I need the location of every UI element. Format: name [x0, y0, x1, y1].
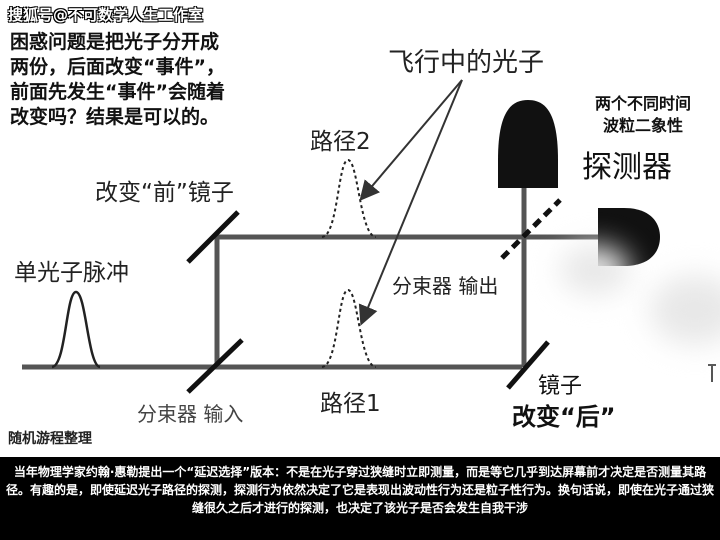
- detector-title: 探测器: [582, 150, 672, 185]
- single-pulse-label: 单光子脉冲: [14, 260, 129, 286]
- headline-line: 两份，后面改变“事件”，: [10, 56, 225, 78]
- front-mirror: [186, 210, 240, 264]
- path2-photon-pulse: [321, 158, 377, 238]
- path2-label: 路径2: [310, 129, 371, 155]
- headline-line: 困惑问题是把光子分开成: [10, 31, 220, 53]
- headline: 困惑问题是把光子分开成 两份，后面改变“事件”， 前面先发生“事件”会随着 改变…: [10, 30, 340, 130]
- headline-line: 改变吗？结果是可以的。: [10, 106, 220, 128]
- watermark: 搜狐号@不可数学人生工作室: [8, 6, 204, 24]
- credit-text: 随机游程整理: [8, 431, 92, 447]
- mirror-label: 镜子: [538, 374, 583, 399]
- front-mirror-label: 改变“前”镜子: [95, 180, 234, 206]
- top-detector: [498, 100, 558, 188]
- glare-spot: [650, 275, 720, 345]
- input-beam-splitter: [186, 338, 244, 394]
- rear-mirror: [506, 340, 550, 390]
- headline-line: 前面先发生“事件”会随着: [10, 81, 225, 103]
- detector-subtitle-line: 波粒二象性: [602, 116, 683, 135]
- edge-mark: [708, 364, 716, 382]
- arrow-to-path1: [358, 79, 463, 326]
- path1-photon-pulse: [321, 288, 377, 368]
- glare-spot: [560, 245, 630, 295]
- output-beam-splitter: [500, 198, 562, 260]
- detector-subtitle: 两个不同时间 波粒二象性: [568, 93, 718, 137]
- caption-bar: 当年物理学家约翰·惠勒提出一个“延迟选择”版本：不是在光子穿过狭缝时立即测量，而…: [0, 457, 720, 540]
- arrow-to-path2: [359, 79, 463, 202]
- single-photon-pulse: [51, 290, 101, 369]
- beam-splitter-output-label: 分束器 输出: [392, 274, 499, 298]
- caption-text: 当年物理学家约翰·惠勒提出一个“延迟选择”版本：不是在光子穿过狭缝时立即测量，而…: [6, 465, 715, 515]
- change-after-label: 改变“后”: [512, 403, 616, 431]
- path1-label: 路径1: [320, 391, 381, 417]
- beam-splitter-input-label: 分束器 输入: [137, 402, 244, 426]
- flying-photon-label: 飞行中的光子: [388, 48, 545, 78]
- detector-subtitle-line: 两个不同时间: [594, 94, 691, 113]
